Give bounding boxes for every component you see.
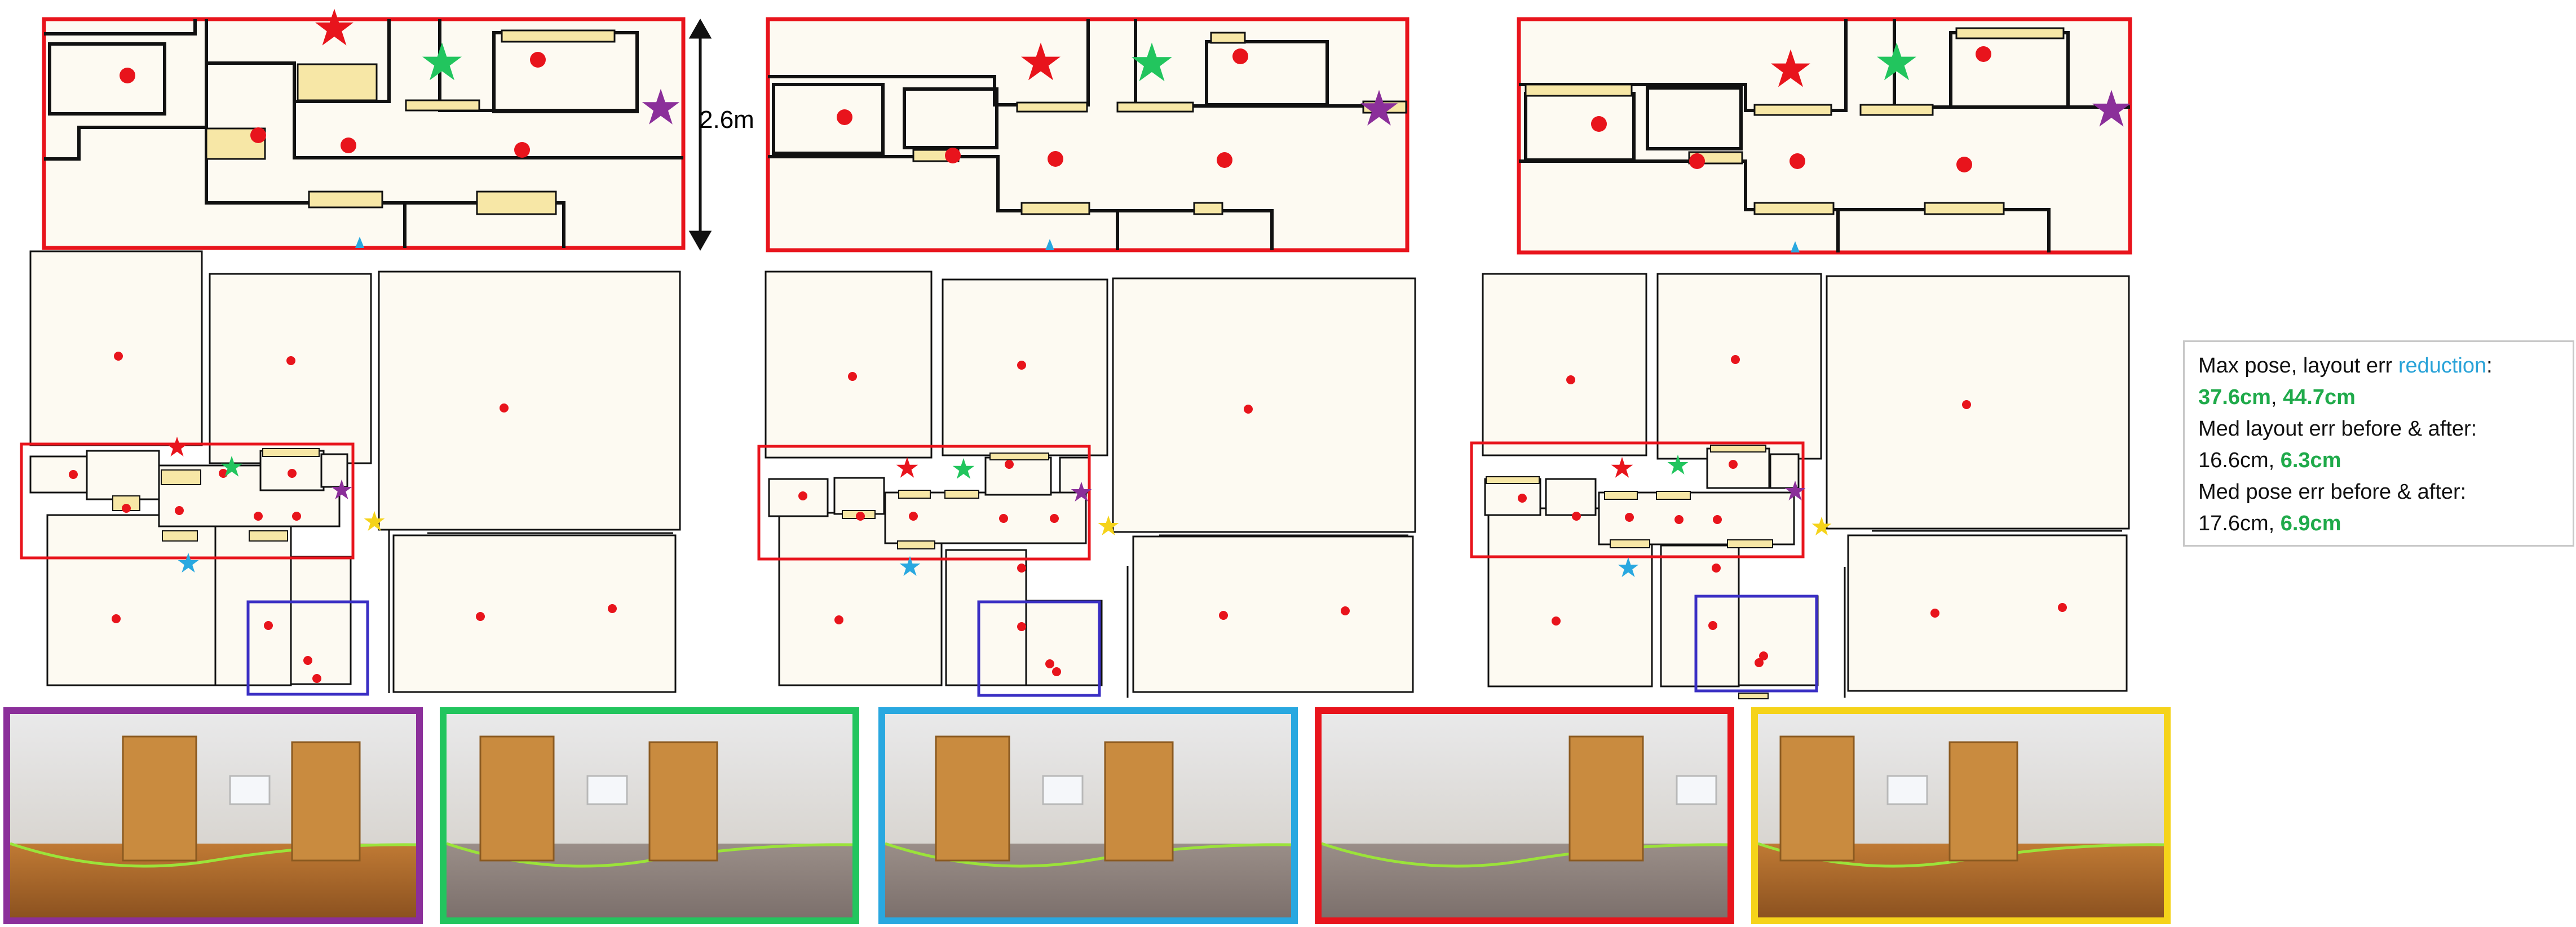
- floorplan-2: [757, 270, 1416, 698]
- summary-line-1: Max pose, layout err reduction:: [2198, 350, 2559, 382]
- summary-line-4: 16.6cm, 6.3cm: [2198, 445, 2559, 476]
- panel-1-points: [120, 52, 546, 158]
- zoom-panel-3: [1517, 17, 2132, 255]
- panorama-1: [3, 707, 423, 924]
- line1-highlight: reduction: [2398, 354, 2487, 378]
- summary-line-6: 17.6cm, 6.9cm: [2198, 508, 2559, 539]
- summary-line-2: 37.6cm, 44.7cm: [2198, 382, 2559, 413]
- summary-line-5: Med pose err before & after:: [2198, 480, 2467, 504]
- line2-sep: ,: [2270, 385, 2283, 409]
- panorama-3: [878, 707, 1298, 924]
- line1-suffix: :: [2486, 354, 2493, 378]
- max-layout-reduction: 44.7cm: [2283, 385, 2356, 409]
- floorplan-1: [20, 250, 681, 696]
- med-pose-after: 6.9cm: [2280, 512, 2341, 535]
- panorama-4: [1315, 707, 1734, 924]
- scale-bar: [688, 18, 712, 251]
- max-pose-reduction: 37.6cm: [2198, 385, 2271, 409]
- line1-prefix: Max pose, layout err: [2198, 354, 2398, 378]
- scale-bar-label: 2.6m: [699, 106, 754, 134]
- panorama-5: [1751, 707, 2171, 924]
- med-layout-before: 16.6cm,: [2198, 449, 2281, 472]
- floorplan-3: [1470, 273, 2130, 699]
- error-summary-box: Max pose, layout err reduction: 37.6cm, …: [2183, 340, 2574, 547]
- zoom-panel-1: [42, 8, 686, 250]
- summary-line-3: Med layout err before & after:: [2198, 417, 2477, 441]
- panorama-2: [440, 707, 859, 924]
- med-pose-before: 17.6cm,: [2198, 512, 2281, 535]
- zoom-panel-2: [766, 17, 1409, 252]
- med-layout-after: 6.3cm: [2280, 449, 2341, 472]
